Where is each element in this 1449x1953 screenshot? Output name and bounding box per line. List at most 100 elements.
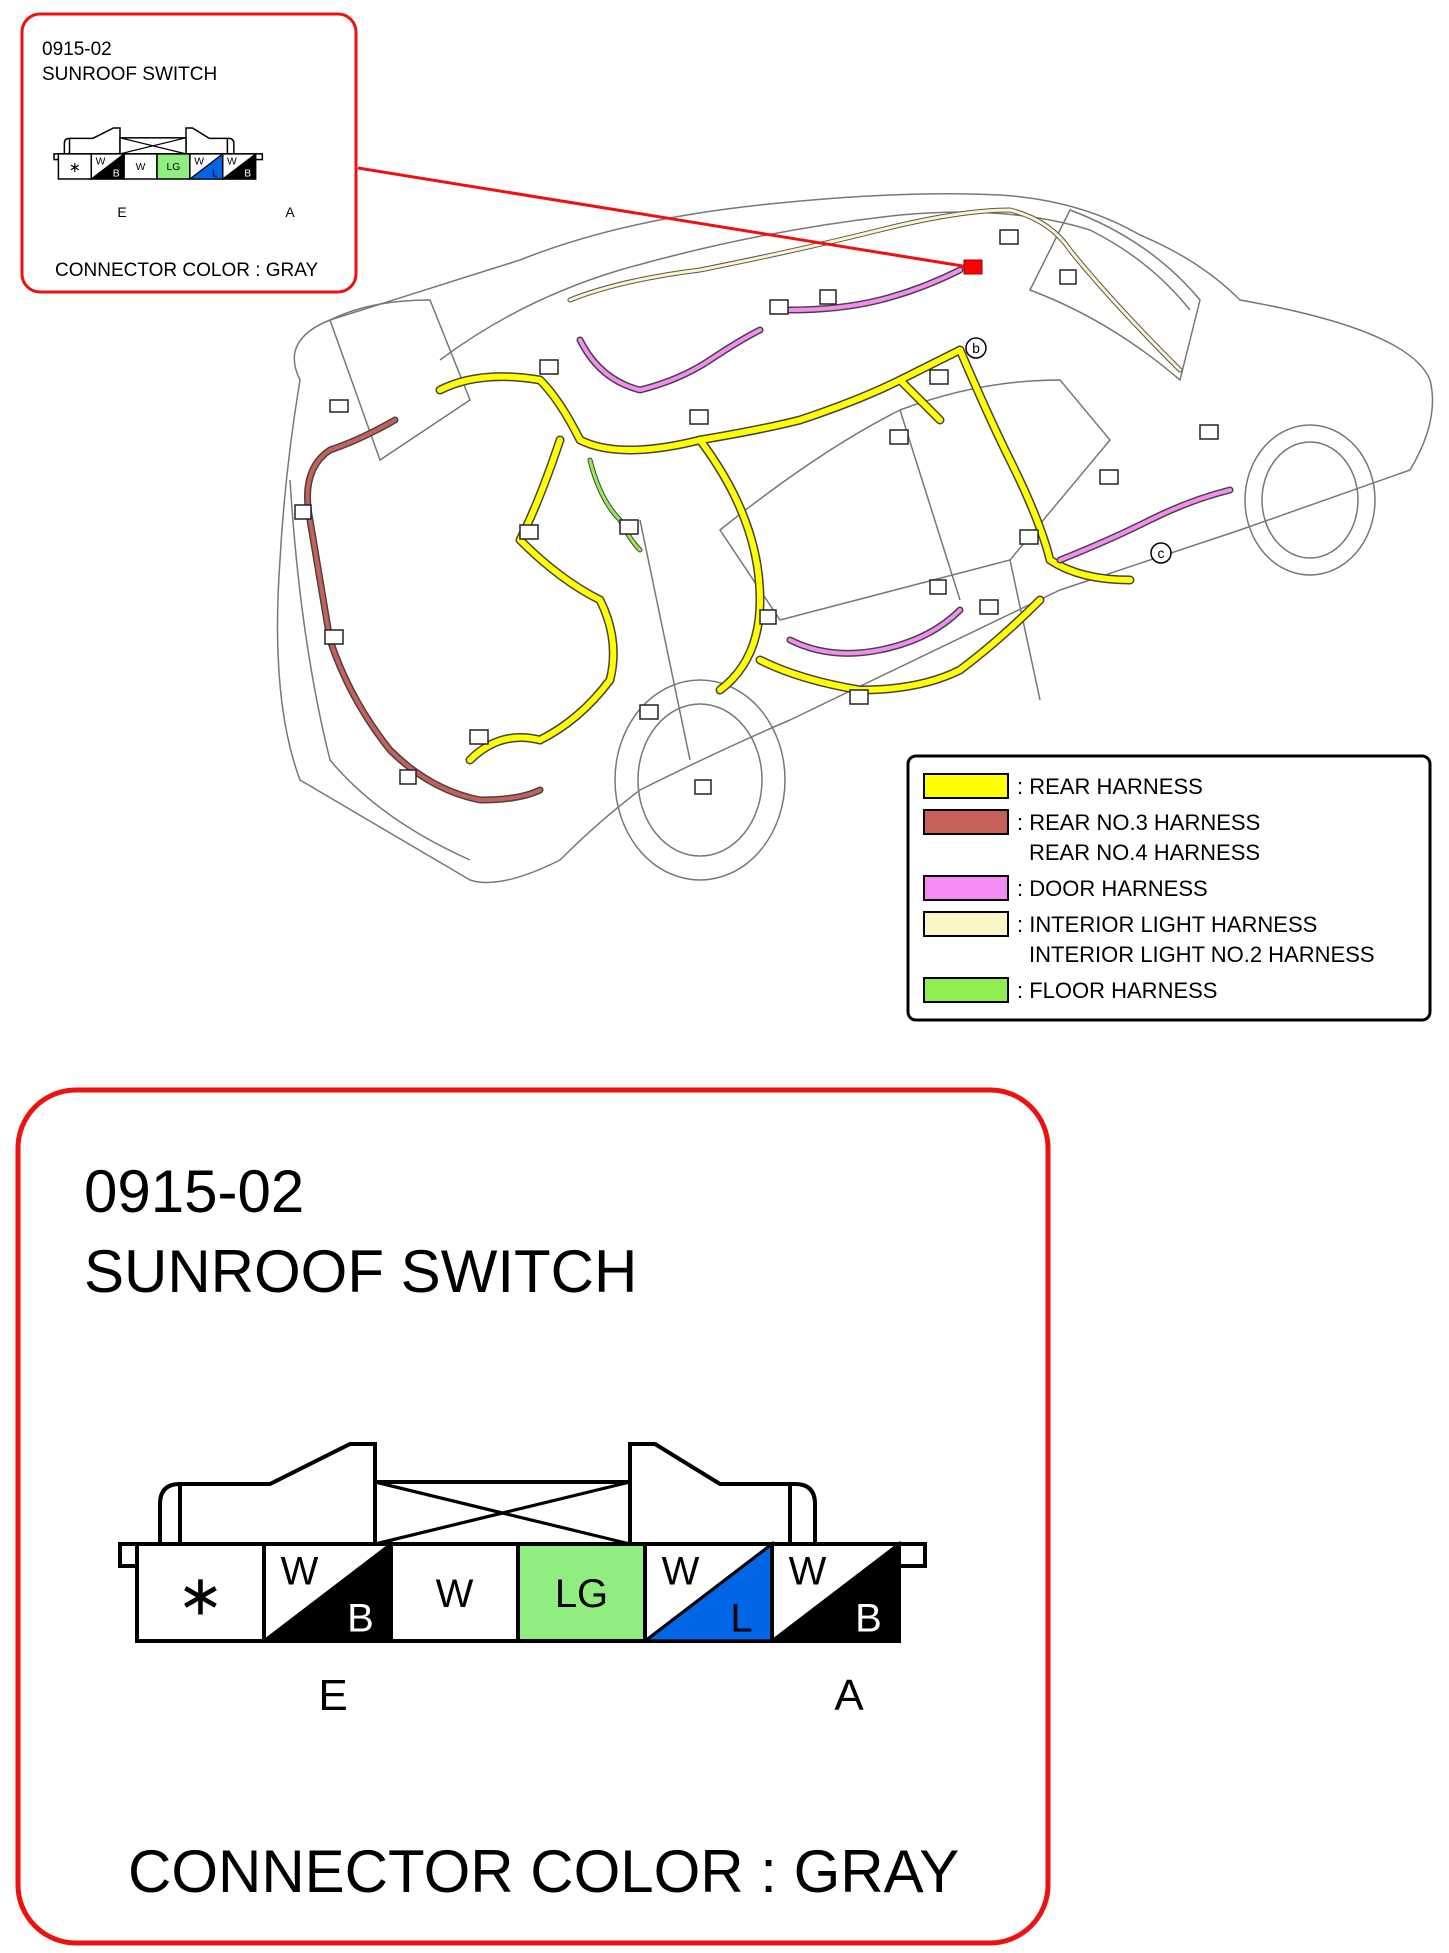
detail-pin-5: WL bbox=[640, 1540, 774, 1643]
front-wheel-inner bbox=[1261, 441, 1359, 559]
inset-code: 0915-02 bbox=[42, 39, 112, 60]
detail-pin-6-stripe bbox=[767, 1540, 901, 1643]
legend-swatch bbox=[923, 773, 1009, 799]
connector-block bbox=[889, 429, 909, 445]
legend-item: : FLOOR HARNESS bbox=[923, 977, 1217, 1003]
connector-block bbox=[294, 504, 312, 520]
car-body-outline bbox=[276, 193, 1434, 884]
legend-frame bbox=[906, 754, 1432, 1022]
inset-pin-6-stripe bbox=[220, 152, 257, 180]
legend-item: : REAR HARNESS bbox=[923, 773, 1203, 799]
connector-block bbox=[1059, 269, 1077, 285]
connector-block bbox=[1099, 469, 1119, 485]
detail-housing-left bbox=[158, 1442, 377, 1584]
connector-block bbox=[979, 599, 999, 615]
inset-housing-left bbox=[63, 127, 121, 165]
detail-pin-2-top-label: W bbox=[281, 1550, 319, 1594]
rear-wheel bbox=[614, 679, 786, 881]
connector-block bbox=[929, 579, 947, 595]
detail-end-label-right: A bbox=[834, 1671, 864, 1720]
b-pillar bbox=[639, 519, 691, 761]
inset-pin-3: W bbox=[123, 153, 158, 180]
legend-swatch bbox=[923, 977, 1009, 1003]
roof-line bbox=[439, 211, 1191, 361]
detail-pin-4-cell bbox=[516, 1542, 647, 1643]
inset-pin-6-bottom-label: B bbox=[244, 168, 251, 179]
inset-pin-1-cell bbox=[57, 153, 93, 180]
floor-harness-wire-outline bbox=[587, 457, 643, 553]
callout-b-label: b bbox=[972, 340, 980, 356]
callout-c-label: c bbox=[1158, 545, 1165, 561]
connector-block bbox=[694, 779, 712, 795]
detail-pin-1-blank-mark: ∗ bbox=[177, 1564, 224, 1627]
detail-housing-right bbox=[628, 1442, 817, 1544]
connector-block bbox=[539, 359, 559, 375]
inset-pin-3-label: W bbox=[136, 162, 146, 173]
connector-block bbox=[399, 769, 417, 785]
front-wheel bbox=[1244, 424, 1376, 576]
connector-block bbox=[619, 519, 639, 535]
inset-title: SUNROOF SWITCH bbox=[42, 64, 217, 85]
legend-label: REAR NO.4 HARNESS bbox=[1029, 840, 1260, 865]
legend-label: : DOOR HARNESS bbox=[1017, 876, 1208, 901]
interior-light-harness-fill bbox=[568, 208, 1182, 372]
detail-lock-cross bbox=[374, 1480, 631, 1546]
door-line bbox=[899, 409, 1041, 701]
rear-bumper bbox=[289, 479, 471, 861]
legend-label: INTERIOR LIGHT NO.2 HARNESS bbox=[1029, 942, 1375, 967]
inset-pin-5: WL bbox=[188, 152, 224, 180]
detail-pin-2: WB bbox=[259, 1540, 393, 1643]
inset-pin-5-top-label: W bbox=[194, 156, 204, 167]
detail-pin-3-cell bbox=[389, 1542, 520, 1643]
legend-label: : FLOOR HARNESS bbox=[1017, 978, 1217, 1003]
harness-connectors bbox=[294, 229, 1219, 795]
connector-block bbox=[849, 689, 869, 705]
inset-pin-6: WB bbox=[220, 152, 257, 180]
detail-pin-6: WB bbox=[767, 1540, 901, 1643]
detail-connector-color: CONNECTOR COLOR : GRAY bbox=[128, 1838, 959, 1905]
inset-connector-color: CONNECTOR COLOR : GRAY bbox=[55, 260, 319, 281]
inset-pin-4: LG bbox=[156, 153, 191, 180]
inset-pin-2-bottom-label: B bbox=[113, 168, 120, 179]
connector-block bbox=[1199, 424, 1219, 440]
connector-block bbox=[769, 299, 789, 315]
callout-b: b bbox=[965, 337, 987, 359]
leader-line bbox=[357, 166, 976, 270]
detail-pin-3: W bbox=[389, 1542, 520, 1643]
harness-wires bbox=[304, 207, 1234, 804]
detail-pin-3-label: W bbox=[436, 1572, 474, 1616]
inset-frame bbox=[20, 12, 358, 294]
connector-block bbox=[639, 704, 659, 720]
legend-label: : REAR HARNESS bbox=[1017, 774, 1203, 799]
connector-block bbox=[519, 524, 539, 540]
sunroof-switch-location-marker bbox=[963, 259, 983, 275]
car-illustration bbox=[276, 193, 1434, 884]
detail-pin-1: ∗ bbox=[135, 1542, 266, 1643]
floor-harness-wire bbox=[588, 458, 642, 552]
connector-block bbox=[759, 609, 777, 625]
detail-pin-6-bottom-label: B bbox=[855, 1596, 882, 1640]
connector-block bbox=[999, 229, 1019, 245]
detail-pin-5-top-label: W bbox=[662, 1550, 700, 1594]
inset-lock-cross bbox=[119, 137, 187, 155]
detail-title: SUNROOF SWITCH bbox=[84, 1238, 637, 1305]
rear-window bbox=[329, 299, 471, 462]
connector-block bbox=[1019, 529, 1039, 545]
inset-pin-2: WB bbox=[89, 152, 125, 180]
callout-c: c bbox=[1150, 542, 1172, 564]
rear-wheel-inner bbox=[637, 703, 763, 857]
door-harness-wire-outline bbox=[576, 266, 1234, 657]
connector-block bbox=[324, 629, 344, 645]
connector-block bbox=[469, 729, 489, 745]
inset-housing-right bbox=[185, 127, 235, 154]
inset-pin-3-cell bbox=[123, 153, 158, 180]
legend-swatch bbox=[923, 875, 1009, 901]
